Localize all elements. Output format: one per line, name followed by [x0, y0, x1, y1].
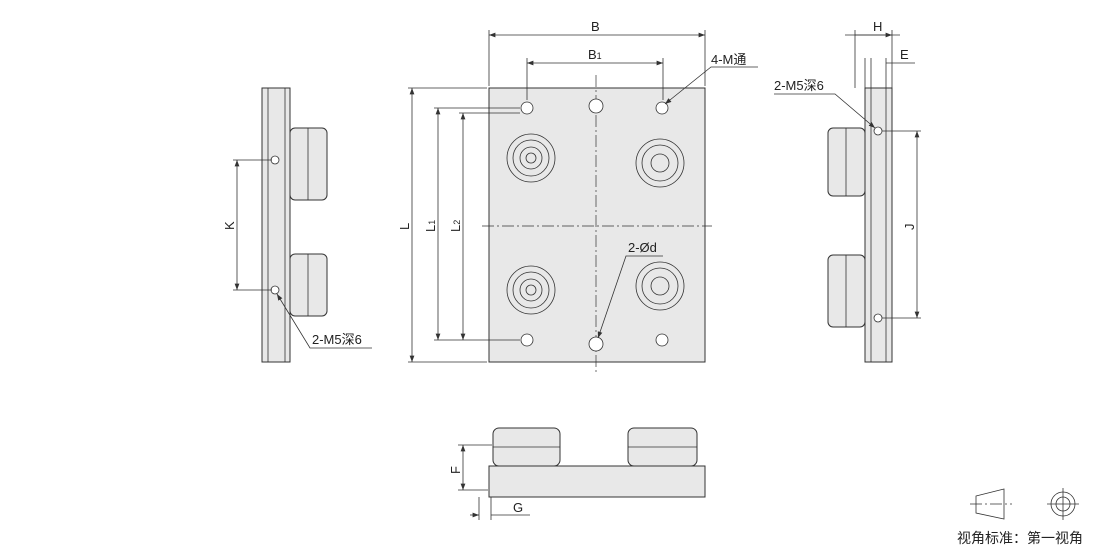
projection-caption: 视角标准：第一视角: [957, 530, 1083, 546]
first-angle-projection-symbol: 视角标准：第一视角: [957, 488, 1083, 546]
mounting-plate: [488, 87, 706, 363]
left-view: K 2-M5深6: [222, 87, 372, 363]
dim-F: F: [448, 466, 463, 474]
dim-H: H: [873, 19, 882, 34]
label-2-d: 2-Ød: [628, 240, 657, 255]
mounting-holes: [520, 98, 669, 352]
front-view: B B1 4-M通 L L1 L2 2-Ød: [397, 19, 758, 372]
bottom-view: F G: [448, 427, 706, 520]
dim-L2: L2: [448, 220, 463, 232]
right-view: H E J 2-M5深6: [774, 19, 921, 363]
dim-L1: L1: [423, 220, 438, 232]
roller-bottom-right: [635, 261, 685, 311]
roller-top-left: [506, 133, 556, 183]
dim-E: E: [900, 47, 909, 62]
dim-K: K: [222, 221, 237, 230]
dim-B1: B1: [588, 47, 602, 62]
label-m5-right: 2-M5深6: [774, 78, 824, 93]
dim-J: J: [902, 224, 917, 231]
roller-top-right: [635, 138, 685, 188]
roller-bottom-left: [506, 265, 556, 315]
dim-L: L: [397, 223, 412, 230]
label-m5-left: 2-M5深6: [312, 332, 362, 347]
dim-B: B: [591, 19, 600, 34]
dim-G: G: [513, 500, 523, 515]
label-4-m-thru: 4-M通: [711, 52, 746, 67]
